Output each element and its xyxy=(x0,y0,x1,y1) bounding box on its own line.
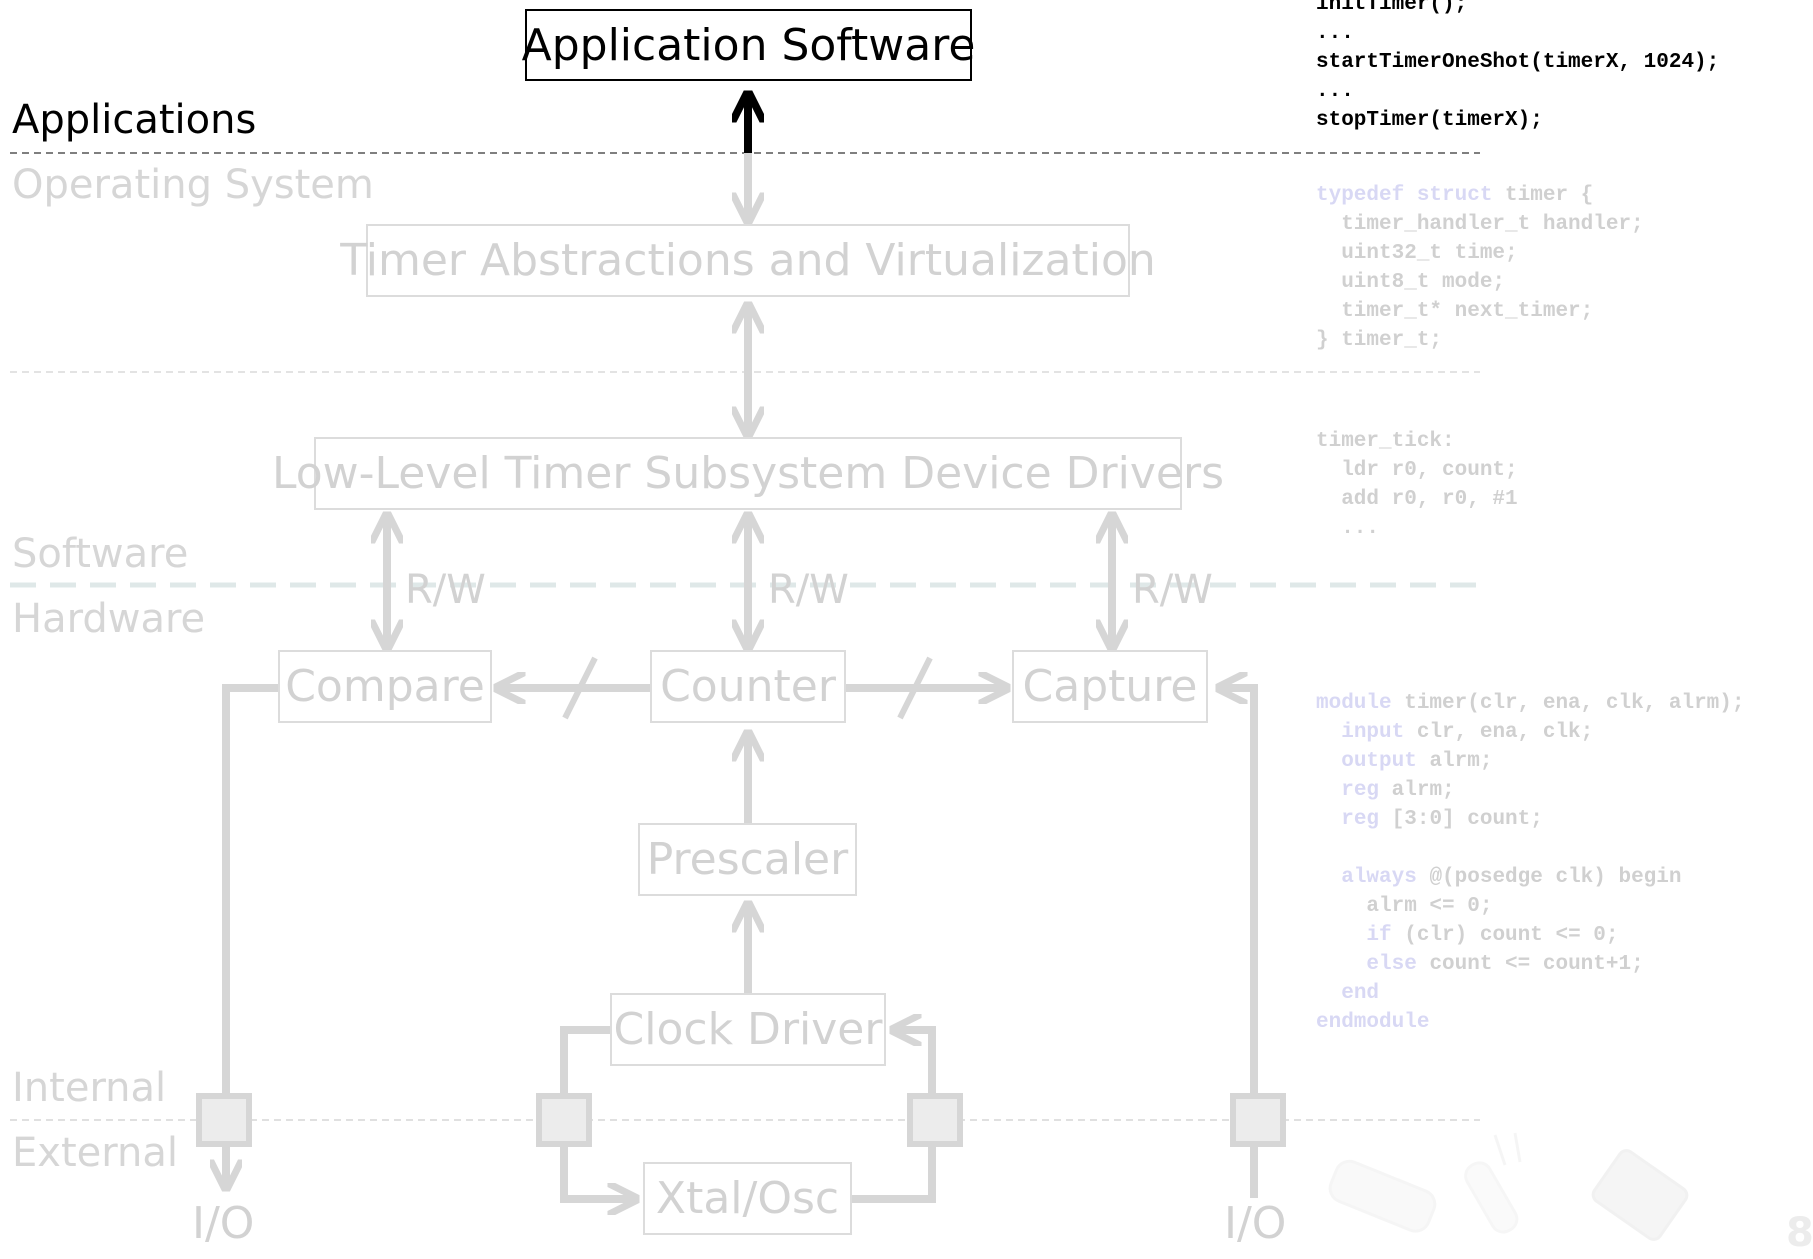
code-line: ​ xyxy=(1316,834,1744,863)
code-text xyxy=(1316,866,1341,889)
code-line: ... xyxy=(1316,80,1354,103)
code-line: output alrm; xyxy=(1316,747,1744,776)
layer-label-external: External xyxy=(12,1130,178,1176)
code-keyword: output xyxy=(1341,750,1417,773)
code-text: timer { xyxy=(1492,184,1594,207)
code-line: alrm <= 0; xyxy=(1316,892,1744,921)
code-keyword: endmodule xyxy=(1316,1011,1430,1034)
layer-label-internal: Internal xyxy=(12,1065,167,1111)
page-number: 8 xyxy=(1786,1210,1813,1256)
code-line: if (clr) count <= 0; xyxy=(1316,921,1744,950)
clock-pad-left xyxy=(536,1093,592,1147)
code-keyword: end xyxy=(1341,982,1380,1005)
io-pad-right xyxy=(1230,1093,1286,1147)
layer-label-hardware: Hardware xyxy=(12,596,206,642)
code-text: count <= count+1; xyxy=(1416,953,1644,976)
code-line: end xyxy=(1316,979,1744,1008)
code-line: ldr r0, count; xyxy=(1316,459,1518,482)
code-text: timer_t* next_timer; xyxy=(1316,300,1594,323)
bus-slash-right xyxy=(897,656,933,720)
bus-slash-left xyxy=(562,656,598,720)
code-text: uint32_t time; xyxy=(1316,242,1518,265)
rw-label-compare: R/W xyxy=(405,567,486,613)
code-text: alrm; xyxy=(1416,750,1493,773)
layer-label-applications: Applications xyxy=(12,97,257,143)
io-label-left: I/O xyxy=(192,1198,255,1249)
application-software-box: Application Software xyxy=(522,9,975,81)
code-line: input clr, ena, clk; xyxy=(1316,718,1744,747)
clock-pad-right xyxy=(907,1093,963,1147)
code-line: reg [3:0] count; xyxy=(1316,805,1744,834)
rw-label-capture: R/W xyxy=(1132,567,1213,613)
code-keyword: always xyxy=(1341,866,1417,889)
code-application-calls: initTimer();... startTimerOneShot(timerX,… xyxy=(1316,0,1719,135)
code-hardware-hdl: module timer(clr, ena, clk, alrm); input… xyxy=(1316,689,1744,1037)
io-pad-left xyxy=(196,1093,252,1147)
prescaler-box: Prescaler xyxy=(638,823,857,896)
code-line: } timer_t; xyxy=(1316,326,1644,355)
code-line: uint8_t mode; xyxy=(1316,268,1644,297)
code-text: timer_handler_t handler; xyxy=(1316,213,1644,236)
clock-driver-box: Clock Driver xyxy=(610,993,886,1066)
code-text: } timer_t; xyxy=(1316,329,1443,352)
code-line: add r0, r0, #1 xyxy=(1316,488,1518,511)
layer-label-operating-system: Operating System xyxy=(12,162,374,208)
code-os-struct: typedef struct timer { timer_handler_t h… xyxy=(1316,181,1644,355)
code-text xyxy=(1316,924,1366,947)
counter-box: Counter xyxy=(650,650,846,723)
code-keyword: reg xyxy=(1341,779,1380,802)
line-io-to-capture xyxy=(1222,688,1258,1198)
rw-label-counter: R/W xyxy=(768,567,849,613)
code-line: always @(posedge clk) begin xyxy=(1316,863,1744,892)
code-text: [3:0] count; xyxy=(1379,808,1543,831)
code-line: initTimer(); xyxy=(1316,0,1468,16)
code-keyword: input xyxy=(1341,721,1405,744)
code-keyword: else xyxy=(1366,953,1417,976)
code-text: uint8_t mode; xyxy=(1316,271,1506,294)
code-line: timer_handler_t handler; xyxy=(1316,210,1644,239)
code-text xyxy=(1316,808,1341,831)
code-text xyxy=(1316,750,1341,773)
code-line: module timer(clr, ena, clk, alrm); xyxy=(1316,689,1744,718)
code-text: timer(clr, ena, clk, alrm); xyxy=(1391,692,1745,715)
timer-abstractions-box: Timer Abstractions and Virtualization xyxy=(340,224,1156,297)
compare-box: Compare xyxy=(278,650,492,723)
crystal-components-image xyxy=(1328,1132,1689,1241)
code-text: (clr) count <= 0; xyxy=(1391,924,1619,947)
xtal-osc-box: Xtal/Osc xyxy=(643,1162,852,1235)
capture-box: Capture xyxy=(1012,650,1208,723)
code-line: typedef struct timer { xyxy=(1316,181,1644,210)
code-text xyxy=(1316,779,1341,802)
io-label-right: I/O xyxy=(1224,1198,1287,1249)
code-text xyxy=(1316,953,1366,976)
code-line: ... xyxy=(1316,517,1380,540)
code-line: else count <= count+1; xyxy=(1316,950,1744,979)
code-driver-asm: timer_tick: ldr r0, count; add r0, r0, #… xyxy=(1316,427,1518,543)
code-text: clr, ena, clk; xyxy=(1404,721,1594,744)
code-line: reg alrm; xyxy=(1316,776,1744,805)
low-level-drivers-box: Low-Level Timer Subsystem Device Drivers xyxy=(272,437,1224,510)
code-line: endmodule xyxy=(1316,1008,1744,1037)
code-text: alrm; xyxy=(1379,779,1455,802)
code-keyword: if xyxy=(1366,924,1392,947)
line-compare-to-io xyxy=(226,684,278,1185)
code-line: ... xyxy=(1316,22,1354,45)
code-text: @(posedge clk) begin xyxy=(1416,866,1682,889)
code-line: timer_tick: xyxy=(1316,430,1455,453)
code-line: stopTimer(timerX); xyxy=(1316,109,1543,132)
layer-label-software: Software xyxy=(12,531,189,577)
code-line: uint32_t time; xyxy=(1316,239,1644,268)
code-line: timer_t* next_timer; xyxy=(1316,297,1644,326)
code-text xyxy=(1316,982,1341,1005)
code-keyword: reg xyxy=(1341,808,1380,831)
code-keyword: module xyxy=(1316,692,1392,715)
code-text: alrm <= 0; xyxy=(1316,895,1493,918)
code-text xyxy=(1316,721,1341,744)
code-line: startTimerOneShot(timerX, 1024); xyxy=(1316,51,1720,74)
code-keyword: typedef struct xyxy=(1316,184,1493,207)
